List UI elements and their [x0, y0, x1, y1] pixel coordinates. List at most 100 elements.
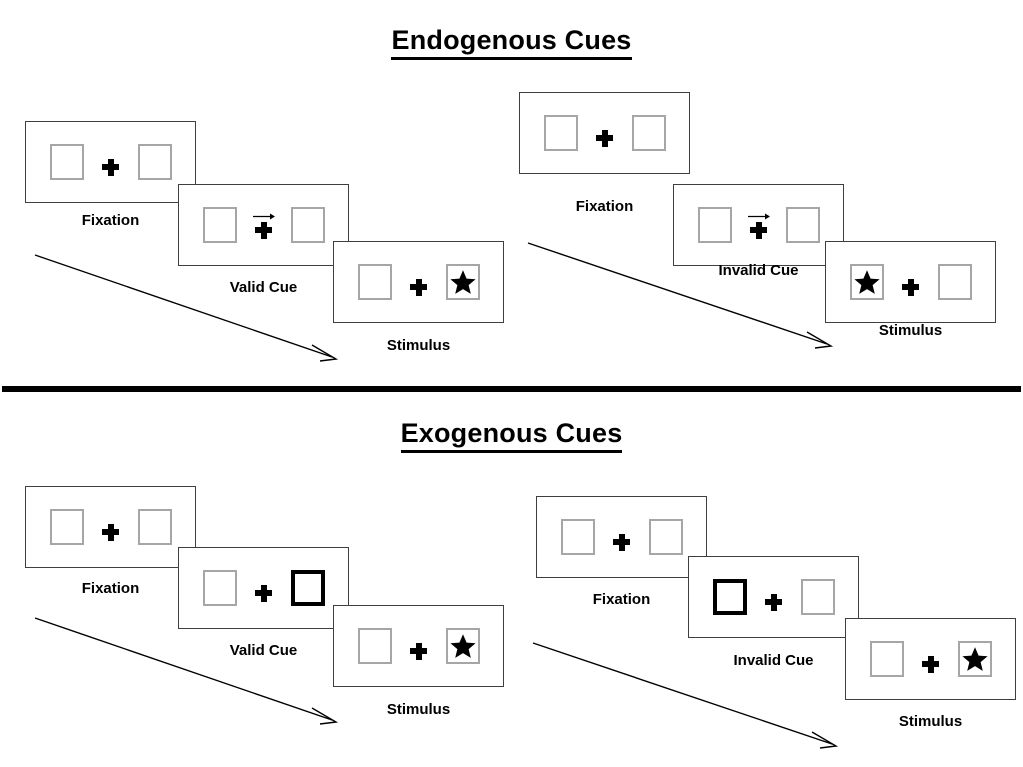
progress-arrow-exogenous-invalid: [532, 642, 839, 749]
left-placeholder-box: [49, 509, 84, 545]
fixation-cross-icon: [102, 158, 119, 176]
trial-frame-endogenous-valid-fixation: [25, 121, 196, 203]
trial-frame-exogenous-invalid-fixation: [536, 496, 707, 578]
frame-content: [537, 497, 706, 577]
stimulus-row: [869, 641, 992, 677]
left-placeholder-box: [697, 207, 732, 243]
trial-frame-endogenous-valid-stimulus: [333, 241, 504, 323]
left-placeholder-box-cued: [712, 579, 747, 615]
center-stack: [747, 212, 771, 239]
frame-content: [26, 487, 195, 567]
center-stack: [593, 120, 617, 147]
right-placeholder-box: [957, 641, 992, 677]
right-placeholder-box: [937, 264, 972, 300]
right-placeholder-box-cued: [290, 570, 325, 606]
section-title-endogenous-text: Endogenous Cues: [391, 25, 632, 60]
stimulus-row: [357, 628, 480, 664]
caption-endogenous-invalid-stimulus: Stimulus: [878, 322, 943, 339]
center-stack: [99, 149, 123, 176]
frame-content: [846, 619, 1015, 699]
caption-endogenous-valid-cue: Valid Cue: [229, 279, 298, 296]
caption-endogenous-invalid-cue: Invalid Cue: [718, 262, 799, 279]
trial-frame-exogenous-invalid-cue: [688, 556, 859, 638]
star-target-icon: [449, 634, 476, 658]
caption-exogenous-valid-cue: Valid Cue: [229, 642, 298, 659]
section-title-exogenous-text: Exogenous Cues: [400, 418, 623, 453]
progress-arrow-endogenous-invalid: [527, 242, 834, 349]
trial-frame-exogenous-valid-stimulus: [333, 605, 504, 687]
fixation-cross-icon: [750, 221, 767, 239]
trial-frame-endogenous-invalid-fixation: [519, 92, 690, 174]
stimulus-row: [543, 115, 666, 151]
stimulus-row: [49, 144, 172, 180]
frame-content: [179, 185, 348, 265]
right-placeholder-box: [800, 579, 835, 615]
fixation-cross-icon: [102, 523, 119, 541]
stimulus-row: [202, 207, 325, 243]
stimulus-row: [697, 207, 820, 243]
trial-frame-endogenous-valid-cue: [178, 184, 349, 266]
fixation-cross-icon: [410, 278, 427, 296]
section-title-exogenous: Exogenous Cues: [0, 418, 1023, 453]
stimulus-row: [202, 570, 325, 606]
left-placeholder-box: [357, 628, 392, 664]
frame-content: [334, 606, 503, 686]
stimulus-row: [560, 519, 683, 555]
frame-content: [334, 242, 503, 322]
right-placeholder-box: [137, 144, 172, 180]
right-placeholder-box: [445, 628, 480, 664]
section-divider: [2, 386, 1021, 392]
right-placeholder-box: [290, 207, 325, 243]
left-placeholder-box: [202, 570, 237, 606]
left-placeholder-box: [560, 519, 595, 555]
center-stack: [610, 524, 634, 551]
trial-frame-endogenous-invalid-cue: [673, 184, 844, 266]
star-target-icon: [449, 270, 476, 294]
star-target-icon: [961, 647, 988, 671]
left-placeholder-box: [49, 144, 84, 180]
fixation-cross-icon: [613, 533, 630, 551]
frame-content: [520, 93, 689, 173]
caption-exogenous-invalid-cue: Invalid Cue: [733, 652, 814, 669]
fixation-cross-icon: [765, 593, 782, 611]
caption-endogenous-invalid-fixation: Fixation: [575, 198, 634, 215]
trial-frame-endogenous-invalid-stimulus: [825, 241, 996, 323]
trial-frame-exogenous-invalid-stimulus: [845, 618, 1016, 700]
caption-exogenous-invalid-stimulus: Stimulus: [898, 713, 963, 730]
stimulus-row: [712, 579, 835, 615]
right-placeholder-box: [137, 509, 172, 545]
right-placeholder-box: [648, 519, 683, 555]
stimulus-row: [49, 509, 172, 545]
caption-endogenous-valid-fixation: Fixation: [81, 212, 140, 229]
section-title-endogenous: Endogenous Cues: [0, 25, 1023, 60]
fixation-cross-icon: [922, 655, 939, 673]
fixation-cross-icon: [410, 642, 427, 660]
frame-content: [179, 548, 348, 628]
left-placeholder-box: [869, 641, 904, 677]
frame-content: [689, 557, 858, 637]
center-stack: [919, 646, 943, 673]
center-stack: [252, 212, 276, 239]
fixation-cross-icon: [255, 221, 272, 239]
left-placeholder-box: [202, 207, 237, 243]
center-stack: [99, 514, 123, 541]
center-stack: [762, 584, 786, 611]
frame-content: [26, 122, 195, 202]
center-stack: [252, 575, 276, 602]
stimulus-row: [357, 264, 480, 300]
caption-exogenous-valid-stimulus: Stimulus: [386, 701, 451, 718]
center-stack: [899, 269, 923, 296]
fixation-cross-icon: [255, 584, 272, 602]
cue-arrow-icon: [747, 213, 770, 219]
left-placeholder-box: [849, 264, 884, 300]
trial-frame-exogenous-valid-fixation: [25, 486, 196, 568]
caption-exogenous-valid-fixation: Fixation: [81, 580, 140, 597]
center-stack: [407, 633, 431, 660]
fixation-cross-icon: [596, 129, 613, 147]
right-placeholder-box: [631, 115, 666, 151]
cue-arrow-icon: [252, 213, 275, 219]
right-placeholder-box: [785, 207, 820, 243]
center-stack: [407, 269, 431, 296]
left-placeholder-box: [357, 264, 392, 300]
